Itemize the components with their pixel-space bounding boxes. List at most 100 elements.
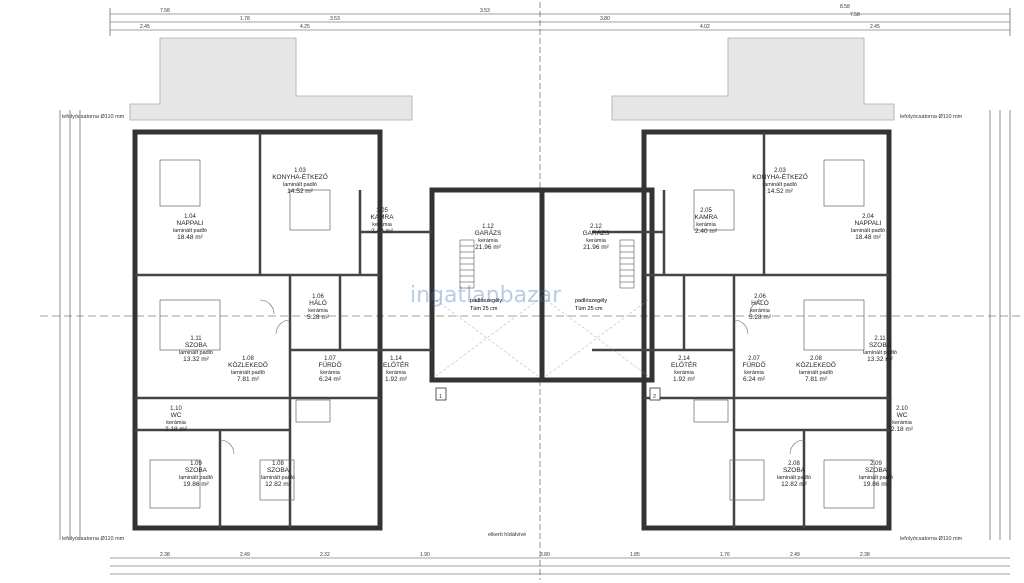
interior-walls [135,132,889,528]
room-area: 7.81 m² [805,376,828,383]
top-dimension-text: 7.58 1.78 3.53 3.53 4.25 2.45 8.58 7.58 … [140,4,880,30]
room-floor: kerámia [696,222,717,228]
room-floor: laminált padló [859,475,893,481]
room-floor: laminált padló [179,475,213,481]
room-area: 7.81 m² [237,376,260,383]
room-area: 2.40 m² [695,228,718,235]
dim-top-7: 8.58 [840,4,850,10]
dim-top-3: 3.53 [330,16,340,22]
room-num: 1.04 [184,214,196,220]
room-name: ELŐTÉR [383,360,409,369]
dim-top-11: 2.45 [870,24,880,30]
garage-slope-lines [435,299,649,377]
room-floor: kerámia [586,238,607,244]
room-num: 2.12 [590,224,602,230]
top-dimension-lines [109,2,1011,580]
room-num: 1.08 [272,461,284,467]
dim-bottom-2: 2.49 [240,552,250,558]
room-area: 6.24 m² [743,376,766,383]
room-area: 14.52 m² [767,188,793,195]
dim-bottom-6: 1.85 [630,552,640,558]
room-num: 1.07 [324,356,336,362]
room-area: 21.96 m² [583,244,609,251]
room-area: 21.96 m² [475,244,501,251]
room-floor: kerámia [892,420,913,426]
room-area: 13.32 m² [867,356,893,363]
dim-top-10: 4.02 [700,24,710,30]
room-num: 2.11 [874,336,886,342]
side-dimension-lines [40,110,1020,540]
room-name: SZOBA [185,342,208,349]
dim-bottom-8: 2.49 [790,552,800,558]
room-area: 19.86 m² [183,481,209,488]
room-num: 1.08 [242,356,254,362]
dim-bottom-1: 2.38 [160,552,170,558]
unit-marker-1: 1 [439,394,442,400]
room-floor: kerámia [308,308,329,314]
dim-bottom-3: 2.32 [320,552,330,558]
room-num: 2.05 [700,208,712,214]
room-name: SZOBA [869,342,892,349]
room-area: 12.82 m² [781,481,807,488]
room-name: SZOBA [865,467,888,474]
room-num: 2.08 [788,461,800,467]
dim-bottom-9: 2.38 [860,552,870,558]
room-area: 1.92 m² [673,376,696,383]
room-floor: kerámia [750,308,771,314]
unit-markers: 1 2 [435,387,661,401]
room-area: 2.40 m² [371,228,394,235]
room-name: NAPPALI [177,220,204,227]
drain-label-top-left: lefolyócsatorna Ø110 mm [62,114,125,120]
dim-top-9: 3.80 [600,16,610,22]
dim-top-2: 1.78 [240,16,250,22]
drain-label-top-right: lefolyócsatorna Ø110 mm [900,114,963,120]
room-num: 1.05 [376,208,388,214]
dim-top-5: 4.25 [300,24,310,30]
room-name: NAPPALI [855,220,882,227]
room-num: 1.14 [390,356,402,362]
furniture [149,159,875,509]
room-name: KONYHA-ÉTKEZŐ [752,172,808,181]
dim-bottom-5: 3.80 [540,552,550,558]
room-floor: kerámia [386,370,407,376]
room-name: FÜRDŐ [742,360,765,369]
room-floor: kerámia [744,370,765,376]
dim-top-8: 7.58 [850,12,860,18]
room-area: 1.92 m² [385,376,408,383]
room-name: WC [897,412,908,419]
room-num: 1.11 [190,336,202,342]
room-name: HÁLÓ [751,298,769,307]
bottom-dimension-lines [110,557,1010,575]
dim-top-4: 3.53 [480,8,490,14]
room-num: 1.03 [294,168,306,174]
room-name: SZOBA [783,467,806,474]
room-num: 2.06 [754,294,766,300]
room-name: KAMRA [370,214,394,221]
room-floor: kerámia [478,238,499,244]
room-floor: kerámia [372,222,393,228]
room-area: 5.28 m² [307,314,330,321]
room-area: 5.28 m² [749,314,772,321]
room-name: FÜRDŐ [318,360,341,369]
room-num: 1.10 [170,406,182,412]
room-area: 13.32 m² [183,356,209,363]
room-num: 1.12 [482,224,494,230]
room-num: 2.04 [862,214,874,220]
room-num: 2.14 [678,356,690,362]
room-num: 1.09 [190,461,202,467]
room-area: 18.48 m² [855,234,881,241]
dim-top-1: 7.58 [160,8,170,14]
